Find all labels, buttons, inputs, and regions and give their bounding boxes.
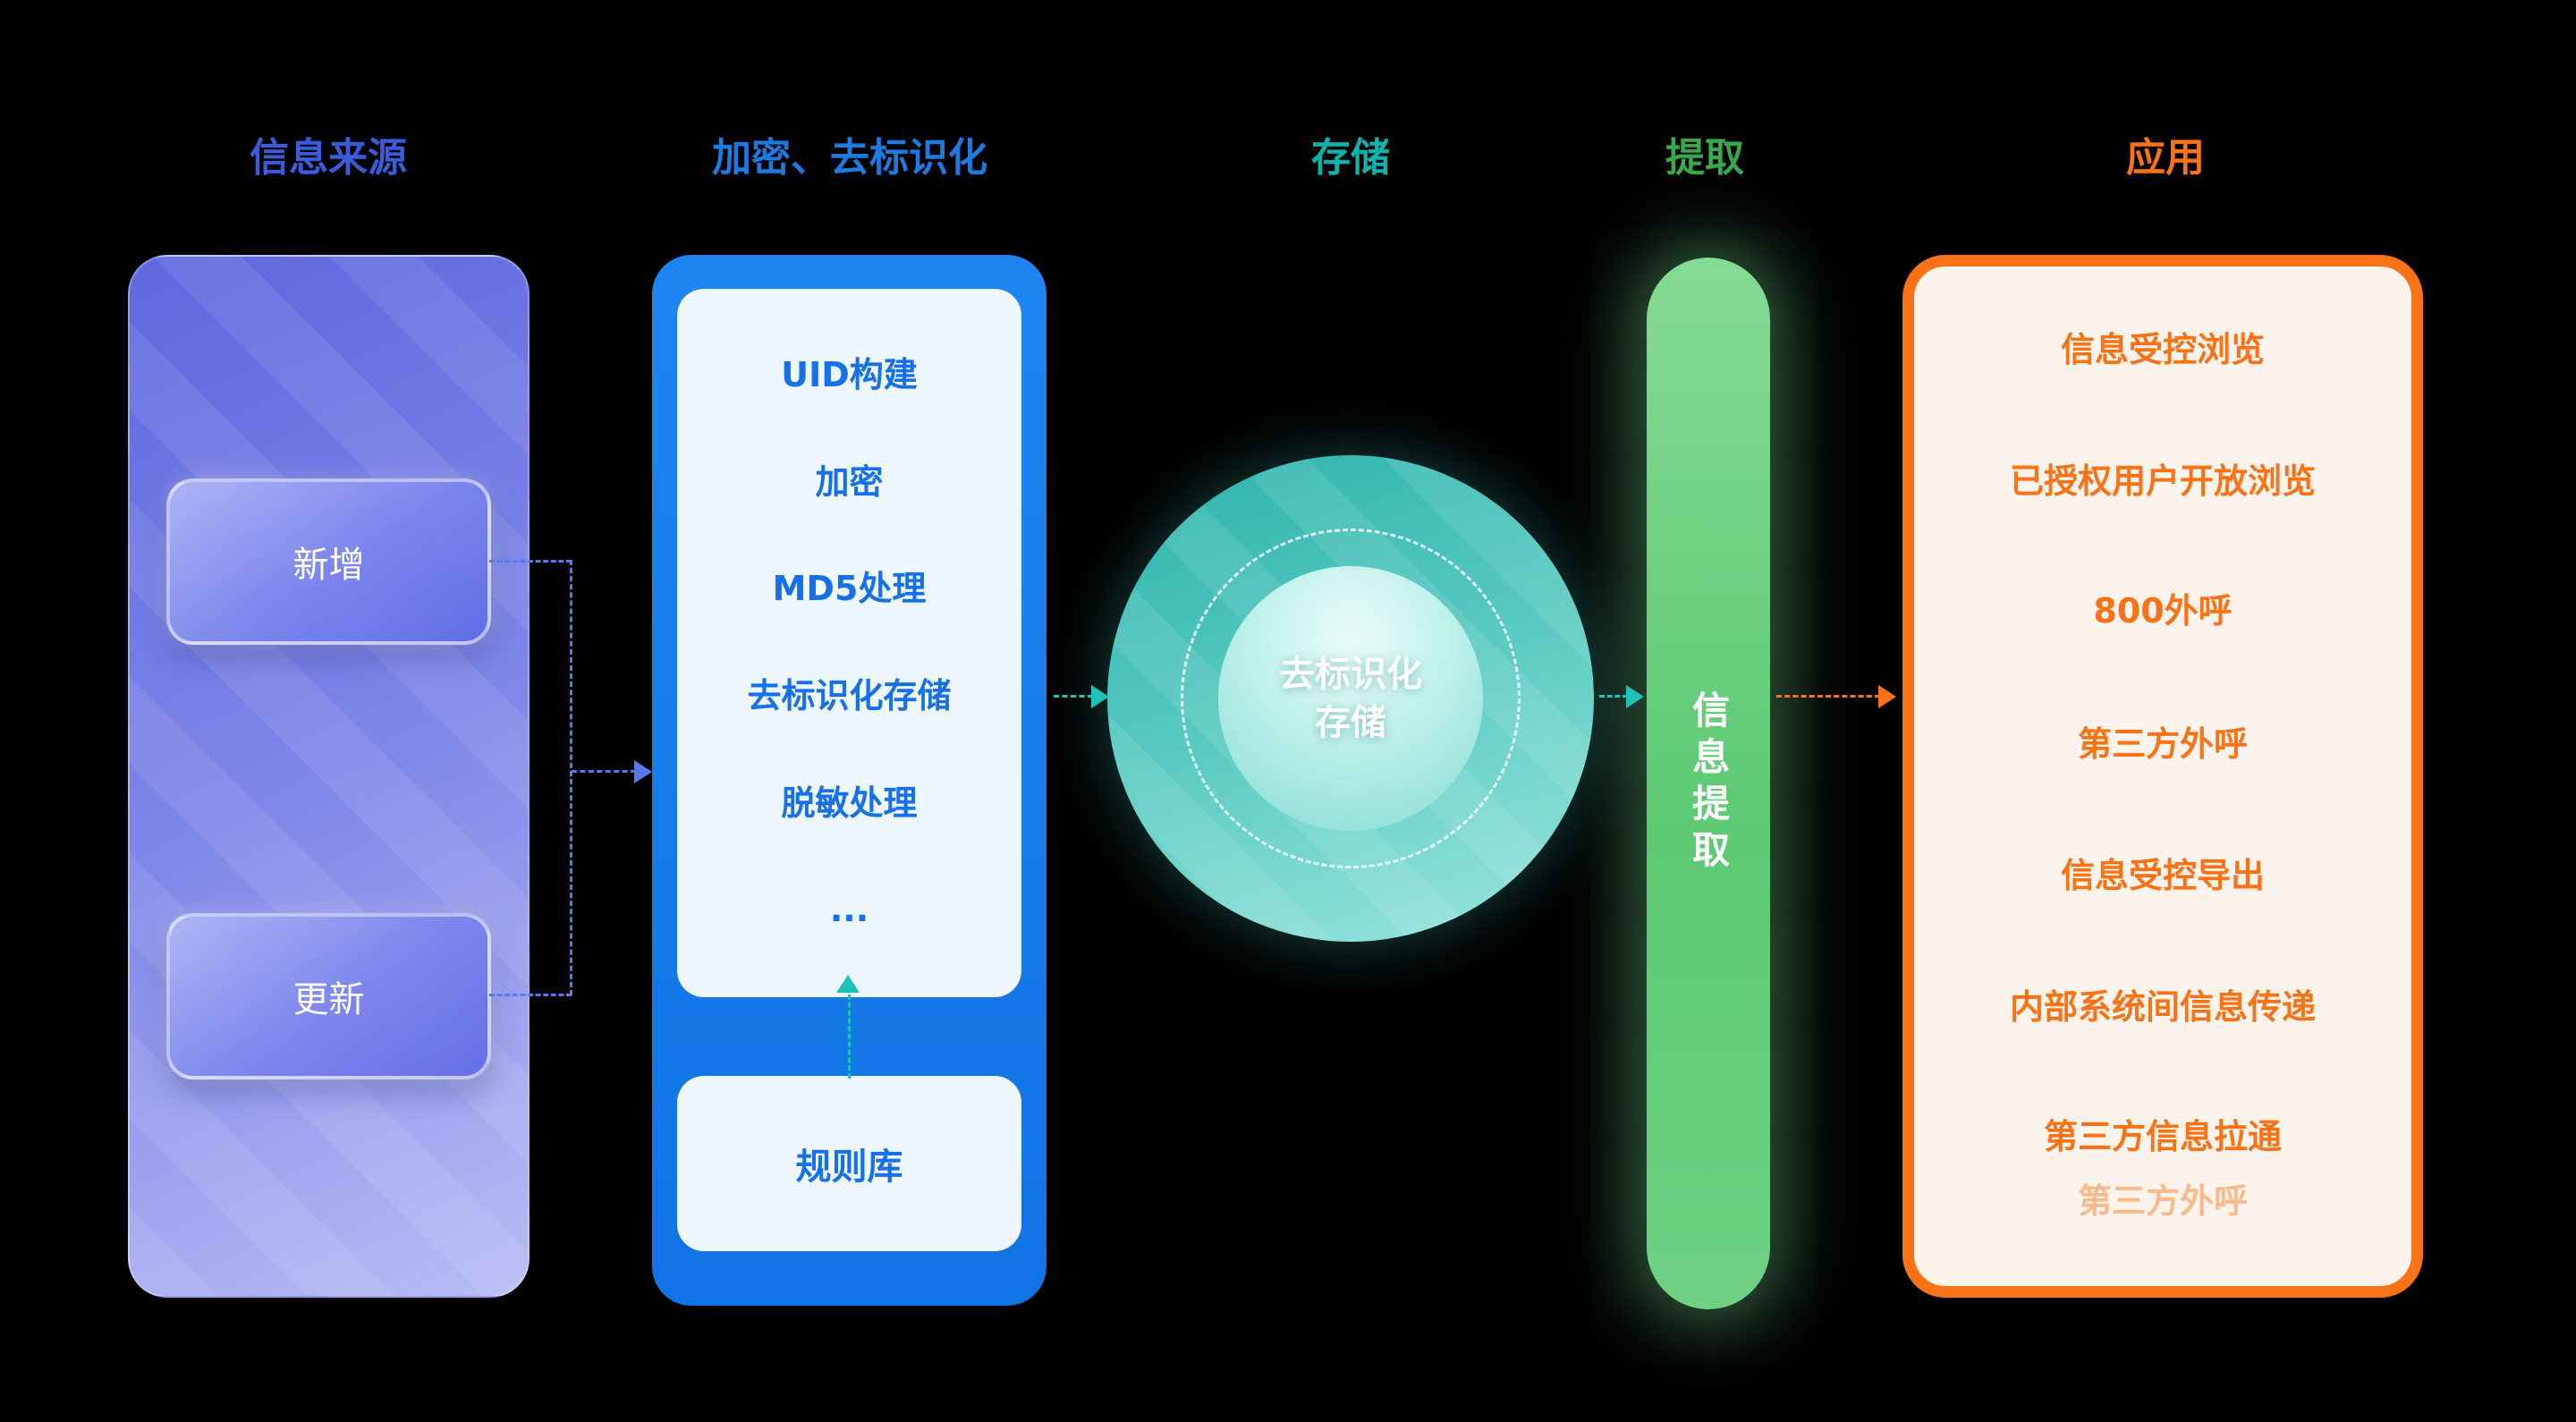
connector-update-to-junction (489, 994, 572, 996)
app-item-thirdparty-pull: 第三方信息拉通 (2043, 1117, 2282, 1156)
app-item-controlled-browse: 信息受控浏览 (2060, 330, 2265, 369)
app-item-controlled-export: 信息受控导出 (2060, 856, 2265, 895)
connector-extract-to-application (1776, 695, 1880, 698)
storage-label-line1: 去标识化 (1279, 654, 1422, 695)
app-item-thirdparty-outbound: 第三方外呼 (2077, 724, 2248, 764)
header-information-source: 信息来源 (250, 135, 407, 181)
connector-add-to-junction (489, 560, 572, 563)
step-uid-build: UID构建 (781, 355, 918, 395)
header-storage: 存储 (1311, 135, 1390, 181)
step-md5: MD5处理 (772, 569, 927, 609)
arrowhead-into-extract-icon (1626, 685, 1644, 708)
application-panel: 信息受控浏览 已授权用户开放浏览 800外呼 第三方外呼 信息受控导出 内部系统… (1902, 255, 2423, 1298)
arrowhead-into-encrypt-icon (634, 760, 652, 783)
connector-junction-vertical (570, 560, 572, 995)
app-item-800-outbound: 800外呼 (2093, 591, 2233, 631)
header-application: 应用 (2126, 135, 2205, 181)
app-item-internal-transfer: 内部系统间信息传递 (2009, 987, 2316, 1027)
arrowhead-into-application-icon (1878, 685, 1896, 708)
source-panel: 新增 更新 (128, 255, 530, 1298)
header-extract: 提取 (1665, 135, 1744, 181)
extract-bar-label: 信息提取 (1686, 690, 1731, 876)
arrowhead-rules-up-icon (836, 975, 860, 993)
storage-label-line2: 存储 (1315, 702, 1386, 743)
encrypt-panel: UID构建 加密 MD5处理 去标识化存储 脱敏处理 ... 规则库 (652, 255, 1046, 1306)
source-item-update: 更新 (166, 913, 491, 1079)
storage-dashed-ring (1181, 529, 1521, 868)
storage-inner-circle: 去标识化 存储 (1218, 566, 1483, 831)
source-item-add: 新增 (166, 478, 491, 645)
step-deidentified-storage: 去标识化存储 (747, 676, 952, 716)
encrypt-steps-list: UID构建 加密 MD5处理 去标识化存储 脱敏处理 ... (677, 289, 1021, 997)
app-item-thirdparty-outbound-faded: 第三方外呼 (2077, 1181, 2248, 1221)
arrowhead-into-storage-icon (1091, 685, 1109, 708)
storage-circle: 去标识化 存储 (1107, 455, 1594, 942)
connector-encrypt-to-storage (1054, 695, 1093, 698)
step-ellipsis: ... (829, 890, 869, 930)
rule-library-box: 规则库 (677, 1076, 1021, 1251)
header-encrypt-deidentify: 加密、去标识化 (712, 135, 987, 181)
connector-junction-to-encrypt (572, 770, 636, 773)
connector-storage-to-extract (1599, 695, 1628, 698)
app-item-authorized-open-browse: 已授权用户开放浏览 (2009, 461, 2316, 501)
step-encrypt: 加密 (815, 461, 884, 502)
step-desensitize: 脱敏处理 (781, 783, 918, 823)
connector-rules-to-steps (848, 995, 851, 1079)
extract-bar: 信息提取 (1647, 258, 1770, 1309)
